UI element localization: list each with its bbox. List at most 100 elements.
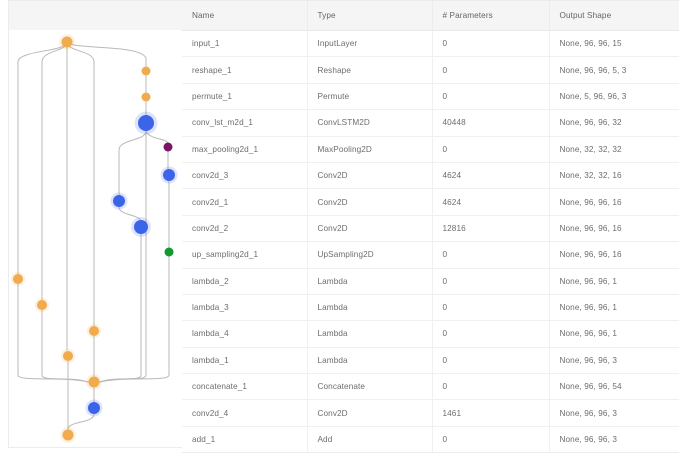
graph-node-concatenate_1[interactable] <box>88 376 100 388</box>
cell-params: 40448 <box>432 109 550 137</box>
layers-table: Name Type # Parameters Output Shape inpu… <box>182 0 679 454</box>
graph-node-input_1[interactable] <box>61 36 73 48</box>
cell-type: Lambda <box>307 320 433 348</box>
cell-shape: None, 5, 96, 96, 3 <box>549 83 679 111</box>
cell-params: 0 <box>432 320 550 348</box>
graph-node-conv2d_3[interactable] <box>163 169 175 181</box>
cell-name: input_1 <box>182 30 308 58</box>
cell-type: Add <box>307 426 433 454</box>
cell-type: InputLayer <box>307 30 433 58</box>
cell-params: 4624 <box>432 162 550 190</box>
graph-node-lambda_3[interactable] <box>37 300 47 310</box>
cell-params: 0 <box>432 56 550 84</box>
graph-node-conv2d_4[interactable] <box>88 402 100 414</box>
cell-name: up_sampling2d_1 <box>182 241 308 269</box>
graph-node-conv2d_1[interactable] <box>113 195 125 207</box>
column-header-shape[interactable]: Output Shape <box>549 0 679 31</box>
cell-shape: None, 96, 96, 16 <box>549 188 679 216</box>
cell-shape: None, 96, 96, 16 <box>549 241 679 269</box>
cell-type: Lambda <box>307 294 433 322</box>
cell-params: 0 <box>432 426 550 454</box>
cell-shape: None, 32, 32, 32 <box>549 136 679 163</box>
graph-node-reshape_1[interactable] <box>141 66 151 76</box>
cell-params: 0 <box>432 30 550 58</box>
cell-type: Conv2D <box>307 215 433 243</box>
cell-params: 0 <box>432 268 550 295</box>
layers-table-head: Name Type # Parameters Output Shape <box>182 0 679 31</box>
cell-type: Concatenate <box>307 373 433 401</box>
cell-params: 0 <box>432 241 550 269</box>
cell-params: 4624 <box>432 188 550 216</box>
graph-node-conv_lst_m2d_1[interactable] <box>138 115 154 131</box>
cell-name: add_1 <box>182 426 308 454</box>
cell-name: conv2d_4 <box>182 399 308 427</box>
layers-table-panel: Name Type # Parameters Output Shape inpu… <box>182 0 679 457</box>
cell-type: Conv2D <box>307 399 433 427</box>
cell-name: conv2d_3 <box>182 162 308 190</box>
cell-shape: None, 96, 96, 16 <box>549 215 679 243</box>
cell-name: reshape_1 <box>182 56 308 84</box>
cell-shape: None, 96, 96, 1 <box>549 268 679 295</box>
cell-type: Lambda <box>307 268 433 295</box>
cell-type: Reshape <box>307 56 433 84</box>
cell-name: lambda_1 <box>182 347 308 375</box>
graph-node-max_pooling2d_1[interactable] <box>163 142 173 152</box>
cell-shape: None, 96, 96, 1 <box>549 294 679 322</box>
cell-type: Lambda <box>307 347 433 375</box>
cell-name: concatenate_1 <box>182 373 308 401</box>
cell-params: 0 <box>432 347 550 375</box>
cell-name: max_pooling2d_1 <box>182 136 308 163</box>
graph-node-up_sampling2d_1[interactable] <box>164 247 174 257</box>
cell-type: Conv2D <box>307 188 433 216</box>
column-header-name[interactable]: Name <box>182 0 308 31</box>
cell-shape: None, 96, 96, 15 <box>549 30 679 58</box>
cell-type: Conv2D <box>307 162 433 190</box>
cell-params: 12816 <box>432 215 550 243</box>
graph-node-lambda_1[interactable] <box>63 351 73 361</box>
graph-node-lambda_4[interactable] <box>89 326 99 336</box>
graph-node-lambda_2[interactable] <box>13 274 23 284</box>
cell-shape: None, 96, 96, 54 <box>549 373 679 401</box>
cell-shape: None, 32, 32, 16 <box>549 162 679 190</box>
cell-params: 0 <box>432 136 550 163</box>
column-header-type[interactable]: Type <box>307 0 433 31</box>
cell-shape: None, 96, 96, 3 <box>549 399 679 427</box>
graph-node-add_1[interactable] <box>62 429 74 441</box>
cell-name: conv2d_1 <box>182 188 308 216</box>
cell-type: UpSampling2D <box>307 241 433 269</box>
cell-name: lambda_2 <box>182 268 308 295</box>
cell-shape: None, 96, 96, 1 <box>549 320 679 348</box>
cell-name: conv_lst_m2d_1 <box>182 109 308 137</box>
cell-type: ConvLSTM2D <box>307 109 433 137</box>
column-header-params[interactable]: # Parameters <box>432 0 550 31</box>
graph-node-conv2d_2[interactable] <box>134 220 148 234</box>
cell-params: 0 <box>432 83 550 111</box>
table-header-row: Name Type # Parameters Output Shape <box>182 0 679 31</box>
model-graph-panel <box>0 0 182 457</box>
cell-name: permute_1 <box>182 83 308 111</box>
cell-params: 1461 <box>432 399 550 427</box>
cell-params: 0 <box>432 373 550 401</box>
graph-node-permute_1[interactable] <box>141 92 151 102</box>
cell-name: lambda_4 <box>182 320 308 348</box>
cell-type: MaxPooling2D <box>307 136 433 163</box>
cell-shape: None, 96, 96, 3 <box>549 347 679 375</box>
